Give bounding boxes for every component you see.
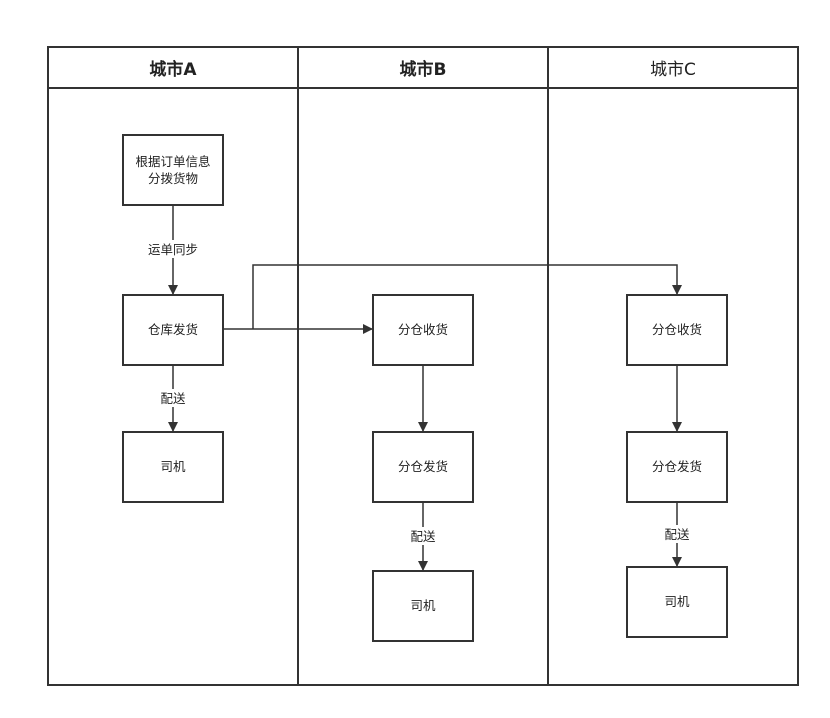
node-driver-c: 司机 <box>626 566 728 638</box>
node-branch-ship-c-label: 分仓发货 <box>652 459 702 474</box>
edge-label-delivery-a-group: 配送 <box>157 389 189 407</box>
node-warehouse-ship-label: 仓库发货 <box>148 322 198 337</box>
edge-label-delivery-b: 配送 <box>410 529 436 544</box>
node-branch-ship-b-label: 分仓发货 <box>398 459 448 474</box>
node-driver-c-label: 司机 <box>664 594 690 609</box>
node-branch-receive-c-label: 分仓收货 <box>652 322 702 337</box>
node-branch-ship-b: 分仓发货 <box>372 431 474 503</box>
edge-warehouse-to-branch-c <box>252 264 682 329</box>
node-driver-b: 司机 <box>372 570 474 642</box>
edge-label-delivery-a: 配送 <box>160 391 186 406</box>
node-allocate-goods-line1: 根据订单信息 <box>135 154 210 169</box>
node-warehouse-ship: 仓库发货 <box>122 294 224 366</box>
node-driver-a: 司机 <box>122 431 224 503</box>
lane-header-city-b: 城市B <box>400 59 447 80</box>
lane-header-city-a: 城市A <box>149 59 197 80</box>
edge-label-delivery-c: 配送 <box>664 527 690 542</box>
edge-label-delivery-b-group: 配送 <box>407 527 439 545</box>
edge-label-waybill-sync-group: 运单同步 <box>144 240 202 258</box>
node-branch-receive-c: 分仓收货 <box>626 294 728 366</box>
edge-label-waybill-sync: 运单同步 <box>148 242 198 257</box>
node-branch-ship-c: 分仓发货 <box>626 431 728 503</box>
node-branch-receive-b-label: 分仓收货 <box>398 322 448 337</box>
node-driver-a-label: 司机 <box>160 459 186 474</box>
edge-label-delivery-c-group: 配送 <box>661 525 693 543</box>
node-branch-receive-b: 分仓收货 <box>372 294 474 366</box>
node-driver-b-label: 司机 <box>410 598 436 613</box>
node-allocate-goods-line2: 分拨货物 <box>148 171 198 186</box>
lane-header-city-c: 城市C <box>650 60 696 80</box>
lane-frame <box>47 46 799 686</box>
node-allocate-goods: 根据订单信息 分拨货物 <box>122 134 224 206</box>
